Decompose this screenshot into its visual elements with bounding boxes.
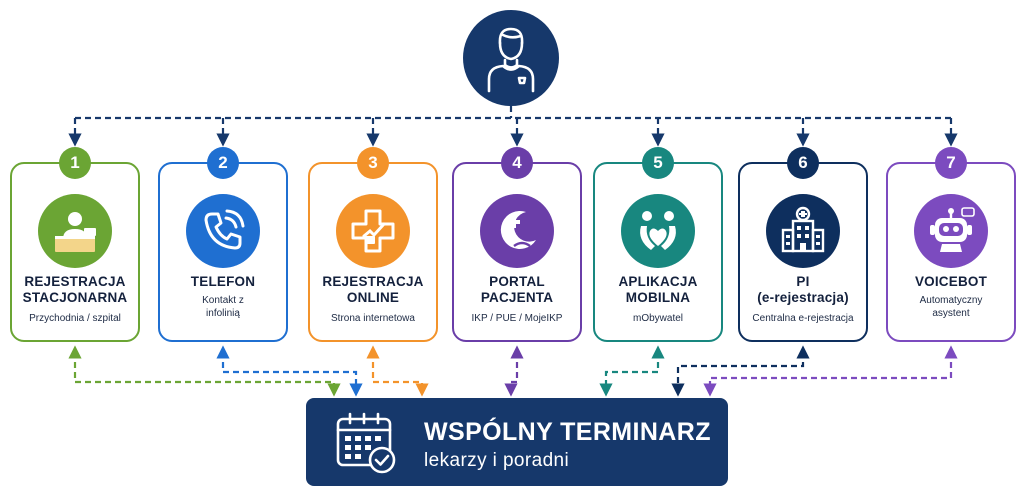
channel-number-badge: 3 <box>357 147 389 179</box>
robot-icon <box>930 207 975 252</box>
channel-subtitle: Przychodnia / szpital <box>18 312 132 325</box>
channel-subtitle-line-2: infolinią <box>206 308 240 319</box>
channel-icon-circle <box>766 194 840 268</box>
bottom-connector-5 <box>599 345 665 397</box>
schedule-title: WSPÓLNY TERMINARZ <box>424 418 711 446</box>
channel-subtitle-line-1: Centralna e-rejestracja <box>752 313 854 324</box>
channel-number-badge: 4 <box>501 147 533 179</box>
bottom-connector-2 <box>216 345 363 397</box>
channel-title-line-1: PORTAL <box>489 274 545 289</box>
channel-subtitle-line-2: asystent <box>932 308 970 319</box>
channel-title-line-2: MOBILNA <box>625 290 691 305</box>
channel-subtitle: Strona internetowa <box>316 312 430 325</box>
channel-subtitle: Kontakt z infolinią <box>166 294 280 320</box>
channel-subtitle-line-1: Automatyczny <box>919 295 983 306</box>
channel-subtitle-line-1: Strona internetowa <box>331 313 415 324</box>
bottom-connector-6 <box>671 345 810 397</box>
channel-subtitle: Automatyczny asystent <box>894 294 1008 320</box>
medical-cross-icon <box>351 209 395 253</box>
phone-icon <box>204 209 245 250</box>
channel-title-line-1: PI <box>796 274 810 289</box>
channel-title-line-1: REJESTRACJA <box>322 274 424 289</box>
channel-subtitle: mObywatel <box>601 312 715 325</box>
channel-title-line-1: VOICEBOT <box>914 274 988 289</box>
channel-title: VOICEBOT <box>892 274 1010 290</box>
channel-number-badge: 7 <box>935 147 967 179</box>
channel-title-line-1: APLIKACJA <box>618 274 698 289</box>
channel-icon-circle <box>621 194 695 268</box>
channel-title-line-2: ONLINE <box>346 290 400 305</box>
channel-number-badge: 6 <box>787 147 819 179</box>
channel-icon-circle <box>336 194 410 268</box>
channel-number-badge: 1 <box>59 147 91 179</box>
channel-number-badge: 5 <box>642 147 674 179</box>
channel-title-line-1: REJESTRACJA <box>24 274 126 289</box>
channel-icon-circle <box>38 194 112 268</box>
schedule-subtitle: lekarzy i poradni <box>424 450 570 471</box>
channel-title-line-2: (e-rejestracja) <box>757 290 849 305</box>
health-moon-icon <box>500 210 536 249</box>
calendar-check-icon <box>336 412 396 474</box>
channel-subtitle: IKP / PUE / MojeIKP <box>460 312 574 325</box>
care-hearts-icon <box>640 211 676 250</box>
channel-icon-circle <box>914 194 988 268</box>
channel-icon-circle <box>186 194 260 268</box>
channel-subtitle-line-1: Przychodnia / szpital <box>29 313 121 324</box>
channel-title-line-2: PACJENTA <box>480 290 554 305</box>
channel-subtitle-line-1: Kontakt z <box>202 295 244 306</box>
channel-title: TELEFON <box>164 274 282 290</box>
channel-subtitle: Centralna e-rejestracja <box>746 312 860 325</box>
channel-number-badge: 2 <box>207 147 239 179</box>
bottom-connector-4 <box>504 345 524 397</box>
shared-schedule-box: WSPÓLNY TERMINARZ lekarzy i poradni <box>306 398 728 486</box>
channel-title-line-2: STACJONARNA <box>22 290 128 305</box>
channel-title-line-1: TELEFON <box>190 274 256 289</box>
channel-title: PI(e-rejestracja) <box>744 274 862 306</box>
channel-subtitle-line-1: mObywatel <box>632 313 683 324</box>
channel-icon-circle <box>480 194 554 268</box>
patient-avatar <box>463 10 559 106</box>
patient-icon <box>487 27 535 93</box>
hospital-building-icon <box>781 206 825 253</box>
bottom-connector-7 <box>703 345 958 397</box>
channel-subtitle-line-1: IKP / PUE / MojeIKP <box>471 313 563 324</box>
reception-desk-icon <box>55 212 96 252</box>
bottom-connector-3 <box>366 345 429 397</box>
